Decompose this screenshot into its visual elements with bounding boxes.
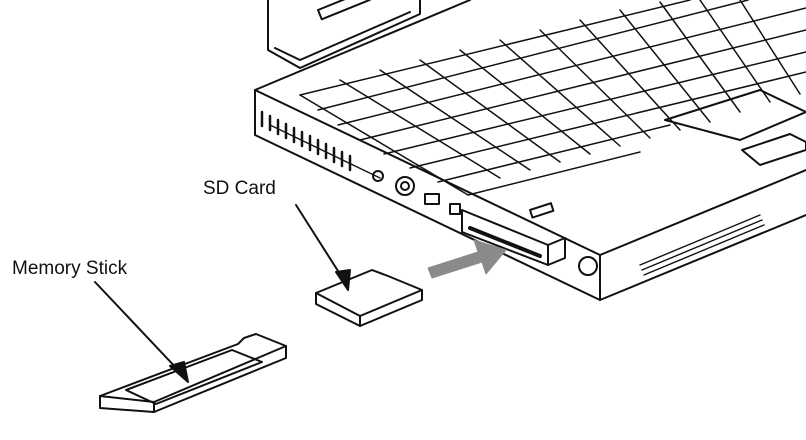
laptop-illustration <box>254 0 806 301</box>
insert-arrow-icon <box>427 239 507 279</box>
callout-arrow-sd <box>295 204 351 291</box>
sd-card-label: SD Card <box>203 178 276 199</box>
memory-stick-label: Memory Stick <box>12 258 128 279</box>
memory-stick-icon <box>99 333 287 413</box>
callout-arrow-memory-stick <box>94 281 189 383</box>
sd-card-icon <box>315 269 423 327</box>
